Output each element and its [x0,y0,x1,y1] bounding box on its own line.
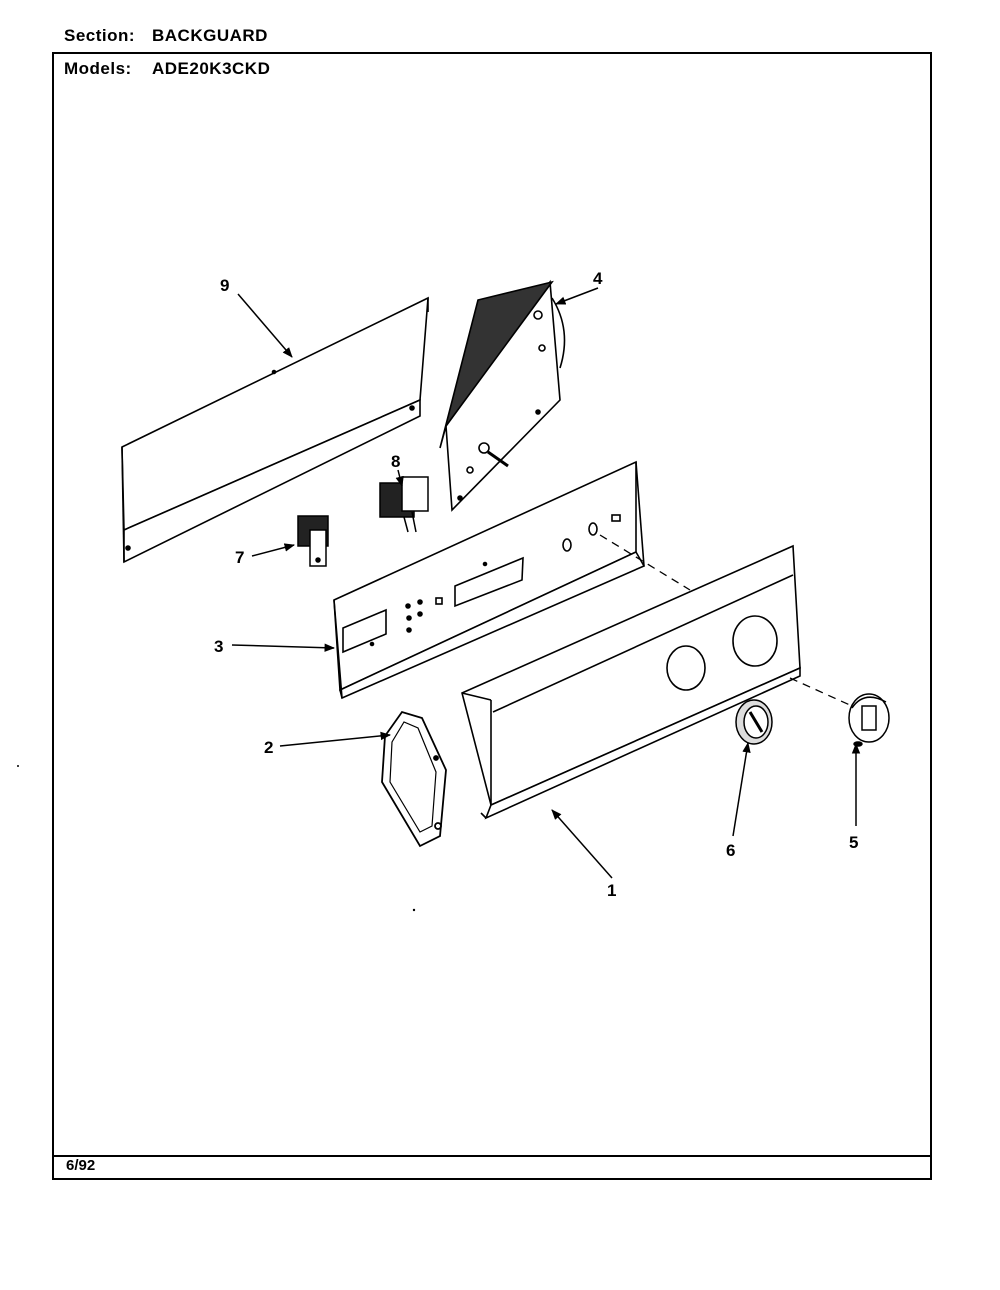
footer-date: 6/92 [66,1157,96,1174]
models-row: Models: ADE20K3CKD [64,59,270,79]
part-8-switch [379,476,429,533]
part-4-control-assembly [439,279,566,512]
leader-7 [251,543,296,557]
callout-9: 9 [220,276,229,295]
part-6-knob [735,699,773,745]
callout-3: 3 [214,637,223,656]
section-value: BACKGUARD [152,26,268,45]
leader-8 [395,469,404,488]
leader-1 [551,809,613,879]
callout-2: 2 [264,738,273,757]
leader-arrows [231,287,861,879]
callout-6: 6 [726,841,735,860]
models-label: Models: [64,59,132,78]
scan-specks [17,765,416,912]
callout-5: 5 [849,833,858,852]
callout-4: 4 [593,269,603,288]
leader-3 [231,643,336,652]
section-row: Section: BACKGUARD [64,26,268,46]
footer-divider [52,1155,932,1157]
part-9-rear-panel [121,296,429,564]
part-1-backguard-front [461,544,801,820]
part-2-end-bracket [381,710,447,848]
assembly-lines [599,534,853,707]
part-5-knob [848,693,890,747]
callout-8: 8 [391,452,400,471]
leader-2 [279,731,392,747]
part-7-switch [297,515,329,567]
part-3-control-panel [333,460,646,700]
diagram-frame [52,52,932,1180]
leader-6 [732,741,751,837]
models-value: ADE20K3CKD [152,59,271,78]
callout-7: 7 [235,548,244,567]
leader-9 [237,293,293,358]
section-label: Section: [64,26,136,45]
callout-1: 1 [607,881,616,900]
leader-4 [555,287,599,305]
